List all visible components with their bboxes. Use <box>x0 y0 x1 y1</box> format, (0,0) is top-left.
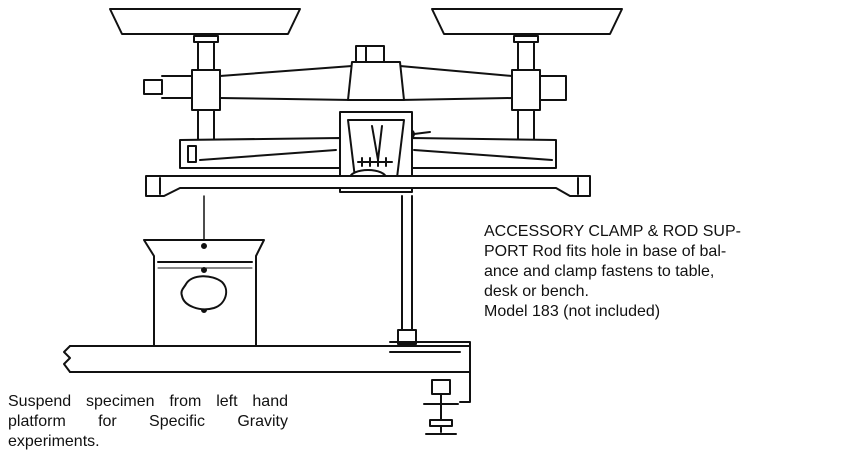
model-number: Model 183 (not included) <box>484 303 661 320</box>
right-pan-post <box>511 41 541 141</box>
beam <box>143 45 567 101</box>
left-pan-post <box>191 41 221 141</box>
accessory-line-3: ance and clamp fastens to table, <box>484 263 715 280</box>
base <box>145 111 591 197</box>
specimen <box>180 275 228 311</box>
c-clamp <box>389 341 471 435</box>
specimen-caption: Suspend specimen from left hand platform… <box>8 393 288 450</box>
table-top <box>63 345 471 373</box>
right-pan <box>431 8 623 43</box>
left-pan <box>109 8 301 43</box>
accessory-line-1: ACCESSORY CLAMP & ROD SUP- <box>484 223 741 240</box>
accessory-caption: ACCESSORY CLAMP & ROD SUP- PORT Rod fits… <box>484 222 836 322</box>
accessory-line-4: desk or bench. <box>484 283 589 300</box>
accessory-line-2: PORT Rod fits hole in base of bal- <box>484 243 727 260</box>
support-rod <box>397 195 417 345</box>
